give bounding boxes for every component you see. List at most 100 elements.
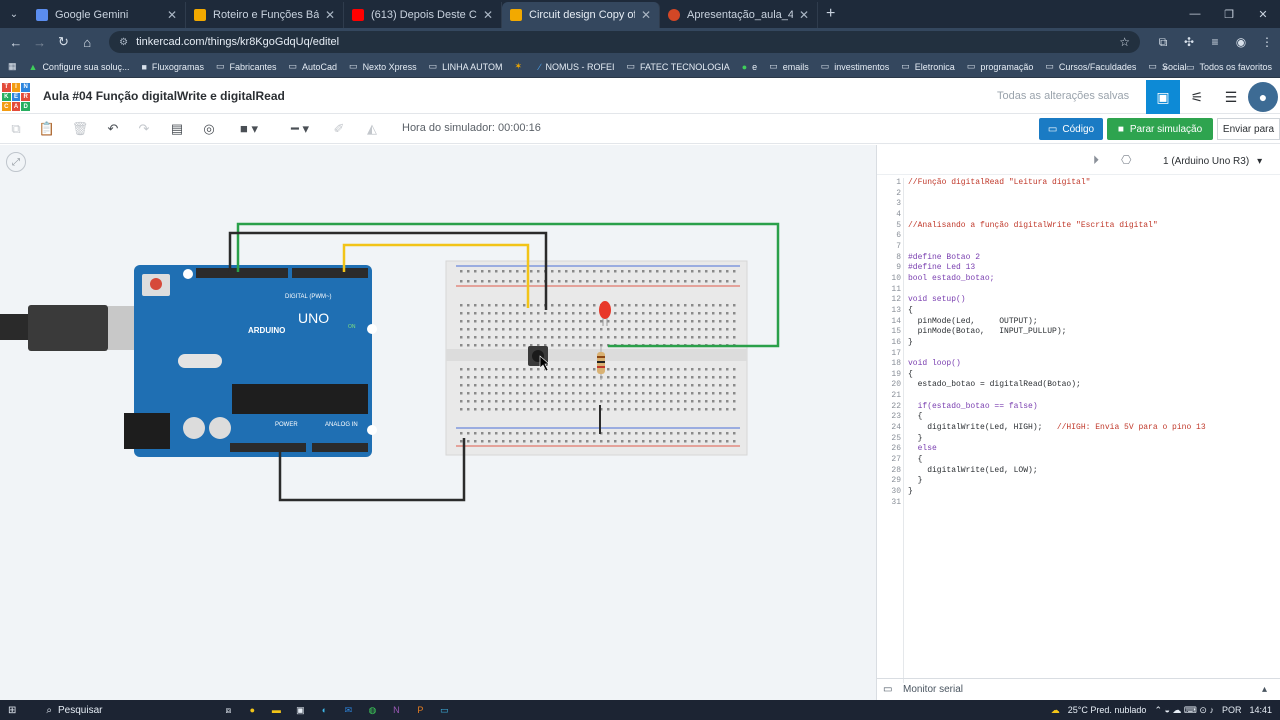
- send-to-button[interactable]: Enviar para: [1217, 118, 1280, 140]
- tab-search-chevron-icon[interactable]: ⌄: [9, 8, 19, 20]
- component-list-icon[interactable]: ☰: [1224, 88, 1238, 105]
- notes-icon[interactable]: ▤: [170, 121, 184, 136]
- taskbar-search[interactable]: ⌕ Pesquisar: [46, 705, 206, 716]
- tab-close-icon[interactable]: ✕: [482, 8, 493, 22]
- task-view-icon[interactable]: ⧈: [225, 704, 232, 715]
- bookmark-folder[interactable]: ▭AutoCad: [289, 61, 338, 72]
- green-wire[interactable]: [236, 222, 780, 348]
- bookmark-item[interactable]: ▲Configure sua soluç...: [29, 62, 130, 72]
- bookmark-item[interactable]: ●e: [742, 62, 757, 72]
- chrome-icon[interactable]: ●: [249, 705, 256, 715]
- tray-icons[interactable]: ⌃ ◒ ☁ ⌨ ⊙ ♪: [1154, 704, 1214, 715]
- bookmark-folder[interactable]: ▭FATEC TECNOLOGIA: [627, 61, 730, 72]
- all-favorites-folder[interactable]: ▭Todos os favoritos: [1186, 62, 1272, 73]
- code-button[interactable]: ▭Código: [1039, 118, 1103, 140]
- site-info-icon[interactable]: ⚙: [119, 36, 129, 48]
- bookmark-item[interactable]: ∕NOMUS - ROFEI: [539, 62, 615, 72]
- bookmark-item[interactable]: ■Fluxogramas: [141, 62, 203, 72]
- browser-tab[interactable]: Roteiro e Funções Básicas do Ar✕: [186, 2, 344, 28]
- circuit-view-icon[interactable]: ▣: [1146, 80, 1180, 114]
- bookmark-folder[interactable]: ▭Eletronica: [901, 61, 955, 72]
- circuit-canvas[interactable]: ⤢ DIGITAL (PWM~) ARDUINO UNO POWER: [0, 145, 876, 700]
- reload-icon[interactable]: ↻: [58, 34, 69, 49]
- arduino-uno-board[interactable]: DIGITAL (PWM~) ARDUINO UNO POWER ANALOG …: [124, 265, 377, 457]
- tab-close-icon[interactable]: ✕: [640, 8, 651, 22]
- clock[interactable]: 14:41: [1249, 705, 1272, 715]
- undo-icon[interactable]: ↶: [107, 121, 119, 136]
- copy-icon[interactable]: ⧉: [11, 121, 21, 136]
- bookmark-folder[interactable]: ▭programação: [967, 61, 1034, 72]
- apps-grid-icon[interactable]: ▦: [8, 61, 17, 71]
- playlist-icon[interactable]: ≡: [1211, 34, 1219, 49]
- maximize-icon[interactable]: ❐: [1224, 8, 1234, 21]
- browser-tab[interactable]: (613) Depois Deste Circuito, Vo✕: [344, 2, 502, 28]
- stop-simulation-button[interactable]: ■Parar simulação: [1107, 118, 1213, 140]
- tab-close-icon[interactable]: ✕: [324, 8, 335, 22]
- rotate-icon[interactable]: ✐: [333, 121, 345, 136]
- serial-monitor-bar[interactable]: ▭ Monitor serial ▴: [877, 678, 1280, 700]
- browser-menu-icon[interactable]: ⋮: [1260, 34, 1273, 49]
- reset-button[interactable]: [150, 278, 162, 290]
- app-icon[interactable]: ▭: [440, 704, 449, 715]
- translate-icon[interactable]: ⧉: [1158, 34, 1168, 49]
- user-avatar[interactable]: ●: [1248, 82, 1278, 112]
- delete-icon[interactable]: 🗑: [71, 121, 89, 136]
- profile-icon[interactable]: ◉: [1235, 34, 1247, 49]
- browser-tab[interactable]: Apresentação_aula_4.pptx✕: [660, 2, 818, 28]
- yellow-wire[interactable]: [342, 243, 530, 308]
- powerpoint-icon[interactable]: P: [417, 705, 424, 715]
- bookmark-star-icon[interactable]: ☆: [1119, 35, 1130, 49]
- bookmark-folder[interactable]: ▭Social: [1148, 61, 1186, 72]
- resistor[interactable]: [597, 346, 605, 380]
- bookmark-folder[interactable]: ▭emails: [769, 61, 809, 72]
- bookmark-folder[interactable]: ▭Cursos/Faculdades: [1045, 61, 1136, 72]
- bookmark-item[interactable]: ✶: [514, 61, 527, 72]
- more-bookmarks-icon[interactable]: »: [1162, 62, 1168, 72]
- home-icon[interactable]: ⌂: [83, 34, 92, 50]
- schematic-view-icon[interactable]: ⚟: [1190, 88, 1204, 105]
- bookmark-folder[interactable]: ▭LINHA AUTOM: [429, 61, 503, 72]
- forward-icon[interactable]: →: [33, 34, 47, 50]
- tab-close-icon[interactable]: ✕: [166, 8, 177, 22]
- breadboard-hole: [460, 408, 463, 411]
- tab-close-icon[interactable]: ✕: [798, 8, 809, 22]
- store-icon[interactable]: ▣: [296, 704, 305, 715]
- url-field[interactable]: ⚙ tinkercad.com/things/kr8KgoGdqUq/edite…: [109, 31, 1140, 53]
- weather-text[interactable]: 25°C Pred. nublado: [1067, 705, 1147, 715]
- ground-wire[interactable]: [278, 438, 466, 502]
- browser-tab[interactable]: Google Gemini✕: [28, 2, 186, 28]
- color-picker-icon[interactable]: ■ ▾: [240, 121, 258, 136]
- browser-tab-active[interactable]: Circuit design Copy of Aula #0✕: [502, 2, 660, 28]
- minimize-icon[interactable]: —: [1189, 8, 1201, 20]
- red-led[interactable]: [599, 301, 611, 326]
- language-indicator[interactable]: POR: [1221, 705, 1242, 715]
- project-title[interactable]: Aula #04 Função digitalWrite e digitalRe…: [43, 89, 285, 103]
- extensions-icon[interactable]: ✣: [1183, 34, 1195, 49]
- back-icon[interactable]: ←: [9, 34, 23, 50]
- black-wire[interactable]: [228, 231, 548, 310]
- new-tab-button[interactable]: +: [826, 5, 836, 22]
- wire-type-icon[interactable]: ━ ▾: [291, 121, 309, 136]
- bookmark-folder[interactable]: ▭investimentos: [821, 61, 890, 72]
- view-icon[interactable]: ◎: [203, 121, 215, 136]
- onenote-icon[interactable]: N: [393, 705, 400, 715]
- breadboard[interactable]: [445, 260, 748, 456]
- outlook-icon[interactable]: ✉: [344, 704, 353, 715]
- paste-icon[interactable]: 📋: [38, 121, 56, 136]
- bookmark-folder[interactable]: ▭Nexto Xpress: [349, 61, 417, 72]
- close-icon[interactable]: ✕: [1258, 8, 1268, 21]
- zoom-to-fit-icon[interactable]: ⤢: [6, 152, 26, 172]
- flip-icon[interactable]: ◭: [367, 121, 377, 136]
- board-selector[interactable]: 1 (Arduino Uno R3) ▾: [1155, 151, 1273, 171]
- whatsapp-icon[interactable]: ◍: [368, 704, 377, 715]
- step-icon[interactable]: ⏵: [1093, 153, 1100, 167]
- bookmark-folder[interactable]: ▭Fabricantes: [216, 61, 277, 72]
- windows-start-icon[interactable]: ⊞: [8, 704, 17, 716]
- chevron-up-icon[interactable]: ▴: [1261, 684, 1267, 695]
- file-explorer-icon[interactable]: ▬: [271, 705, 281, 715]
- edge-icon[interactable]: ◐: [321, 705, 328, 715]
- redo-icon[interactable]: ↷: [138, 121, 150, 136]
- debugger-icon[interactable]: ⎔: [1121, 153, 1132, 167]
